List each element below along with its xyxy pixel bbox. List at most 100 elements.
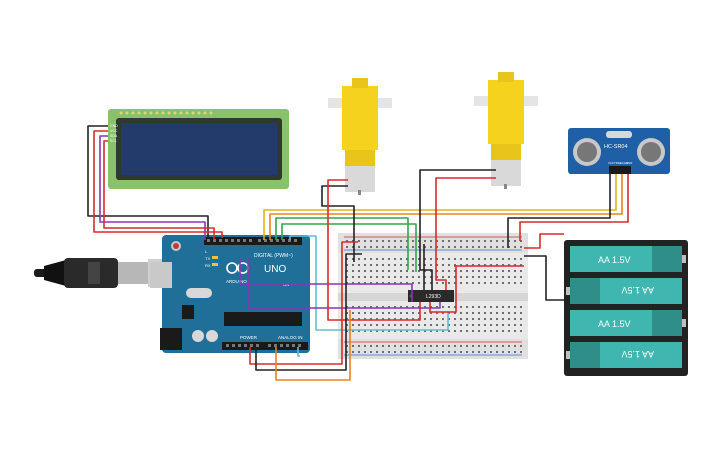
breadboard-hole[interactable] bbox=[430, 258, 432, 260]
breadboard-hole[interactable] bbox=[448, 240, 450, 242]
breadboard-hole[interactable] bbox=[430, 324, 432, 326]
breadboard-hole[interactable] bbox=[454, 318, 456, 320]
breadboard-hole[interactable] bbox=[520, 276, 522, 278]
breadboard-hole[interactable] bbox=[418, 345, 420, 347]
breadboard-hole[interactable] bbox=[400, 306, 402, 308]
breadboard-hole[interactable] bbox=[424, 282, 426, 284]
breadboard-hole[interactable] bbox=[454, 258, 456, 260]
wire-chip-red[interactable] bbox=[429, 266, 457, 313]
breadboard-hole[interactable] bbox=[406, 318, 408, 320]
breadboard-hole[interactable] bbox=[466, 330, 468, 332]
breadboard-hole[interactable] bbox=[496, 345, 498, 347]
breadboard-hole[interactable] bbox=[388, 306, 390, 308]
breadboard-hole[interactable] bbox=[496, 264, 498, 266]
wire-blue-rail[interactable] bbox=[297, 347, 300, 357]
breadboard-hole[interactable] bbox=[412, 246, 414, 248]
breadboard-hole[interactable] bbox=[394, 324, 396, 326]
breadboard-hole[interactable] bbox=[430, 276, 432, 278]
breadboard-hole[interactable] bbox=[376, 246, 378, 248]
breadboard-hole[interactable] bbox=[346, 240, 348, 242]
breadboard-hole[interactable] bbox=[352, 264, 354, 266]
breadboard-hole[interactable] bbox=[478, 258, 480, 260]
breadboard-hole[interactable] bbox=[412, 240, 414, 242]
breadboard-hole[interactable] bbox=[418, 324, 420, 326]
breadboard-hole[interactable] bbox=[496, 351, 498, 353]
breadboard-hole[interactable] bbox=[460, 318, 462, 320]
breadboard-hole[interactable] bbox=[358, 351, 360, 353]
breadboard-hole[interactable] bbox=[388, 282, 390, 284]
breadboard-hole[interactable] bbox=[388, 345, 390, 347]
breadboard-hole[interactable] bbox=[478, 240, 480, 242]
breadboard-hole[interactable] bbox=[412, 282, 414, 284]
breadboard-hole[interactable] bbox=[484, 276, 486, 278]
breadboard-hole[interactable] bbox=[514, 282, 516, 284]
breadboard-hole[interactable] bbox=[358, 324, 360, 326]
breadboard-hole[interactable] bbox=[406, 330, 408, 332]
breadboard-hole[interactable] bbox=[430, 306, 432, 308]
breadboard-hole[interactable] bbox=[430, 282, 432, 284]
breadboard-hole[interactable] bbox=[442, 324, 444, 326]
breadboard-hole[interactable] bbox=[394, 345, 396, 347]
breadboard-hole[interactable] bbox=[460, 246, 462, 248]
breadboard-hole[interactable] bbox=[490, 246, 492, 248]
l293d-chip[interactable]: L293D bbox=[408, 290, 454, 302]
breadboard-hole[interactable] bbox=[430, 246, 432, 248]
breadboard-hole[interactable] bbox=[394, 282, 396, 284]
breadboard-hole[interactable] bbox=[478, 270, 480, 272]
breadboard-hole[interactable] bbox=[454, 264, 456, 266]
breadboard-hole[interactable] bbox=[376, 345, 378, 347]
breadboard-hole[interactable] bbox=[424, 318, 426, 320]
breadboard-hole[interactable] bbox=[388, 351, 390, 353]
breadboard-hole[interactable] bbox=[508, 306, 510, 308]
breadboard-hole[interactable] bbox=[412, 264, 414, 266]
breadboard-hole[interactable] bbox=[508, 324, 510, 326]
breadboard-hole[interactable] bbox=[346, 351, 348, 353]
breadboard-hole[interactable] bbox=[412, 276, 414, 278]
breadboard-hole[interactable] bbox=[346, 318, 348, 320]
breadboard-hole[interactable] bbox=[448, 306, 450, 308]
breadboard-hole[interactable] bbox=[400, 318, 402, 320]
breadboard-hole[interactable] bbox=[460, 324, 462, 326]
breadboard-hole[interactable] bbox=[460, 282, 462, 284]
breadboard-hole[interactable] bbox=[346, 276, 348, 278]
breadboard-hole[interactable] bbox=[502, 324, 504, 326]
sensor-header[interactable] bbox=[609, 166, 631, 174]
breadboard-hole[interactable] bbox=[448, 351, 450, 353]
wire-sensor-vcc[interactable] bbox=[519, 174, 629, 241]
usb-port[interactable] bbox=[150, 262, 172, 288]
breadboard-hole[interactable] bbox=[496, 306, 498, 308]
breadboard-hole[interactable] bbox=[430, 330, 432, 332]
breadboard-hole[interactable] bbox=[370, 264, 372, 266]
breadboard-hole[interactable] bbox=[346, 282, 348, 284]
breadboard-hole[interactable] bbox=[364, 258, 366, 260]
breadboard-hole[interactable] bbox=[490, 270, 492, 272]
breadboard-hole[interactable] bbox=[370, 306, 372, 308]
breadboard-hole[interactable] bbox=[442, 246, 444, 248]
breadboard-hole[interactable] bbox=[430, 240, 432, 242]
breadboard-hole[interactable] bbox=[364, 270, 366, 272]
breadboard-hole[interactable] bbox=[424, 270, 426, 272]
breadboard-hole[interactable] bbox=[448, 276, 450, 278]
breadboard-hole[interactable] bbox=[424, 258, 426, 260]
breadboard-hole[interactable] bbox=[370, 282, 372, 284]
breadboard-hole[interactable] bbox=[406, 324, 408, 326]
breadboard-hole[interactable] bbox=[418, 270, 420, 272]
breadboard-hole[interactable] bbox=[364, 282, 366, 284]
breadboard-hole[interactable] bbox=[430, 312, 432, 314]
breadboard-hole[interactable] bbox=[442, 351, 444, 353]
breadboard-hole[interactable] bbox=[442, 318, 444, 320]
breadboard-hole[interactable] bbox=[352, 306, 354, 308]
breadboard-hole[interactable] bbox=[502, 318, 504, 320]
breadboard-hole[interactable] bbox=[364, 330, 366, 332]
breadboard-hole[interactable] bbox=[352, 351, 354, 353]
breadboard-hole[interactable] bbox=[418, 282, 420, 284]
breadboard-hole[interactable] bbox=[436, 240, 438, 242]
breadboard-hole[interactable] bbox=[382, 306, 384, 308]
breadboard-hole[interactable] bbox=[424, 264, 426, 266]
breadboard-hole[interactable] bbox=[424, 306, 426, 308]
breadboard-hole[interactable] bbox=[478, 282, 480, 284]
breadboard-hole[interactable] bbox=[508, 240, 510, 242]
breadboard-hole[interactable] bbox=[418, 246, 420, 248]
breadboard-hole[interactable] bbox=[472, 282, 474, 284]
breadboard-hole[interactable] bbox=[352, 270, 354, 272]
